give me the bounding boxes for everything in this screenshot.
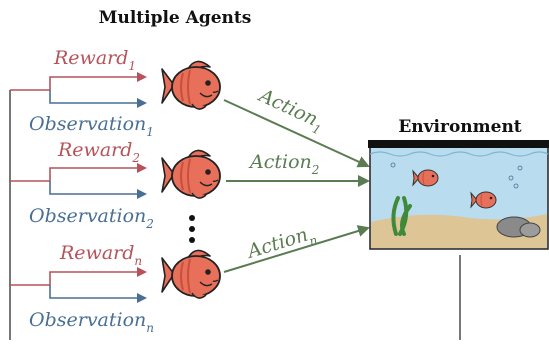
- agent-1-reward-label: Reward1: [53, 47, 136, 73]
- ellipsis-dots: [189, 215, 195, 243]
- agent-1-connectors: [10, 72, 147, 108]
- agent-2-action-label: Action2: [248, 151, 319, 177]
- agent-1-fish-icon: [161, 60, 221, 111]
- agent-2-reward-label: Reward2: [57, 139, 140, 165]
- agent-n-connectors: [10, 267, 147, 303]
- agent-n-fish-icon: [161, 249, 221, 300]
- agent-n-action-arrow: [223, 225, 370, 273]
- environment-label: Environment: [398, 117, 521, 137]
- agent-n-action-label: Actionn: [243, 221, 319, 267]
- agent-2-connectors: [10, 163, 147, 199]
- agent-2-fish-icon: [161, 149, 221, 200]
- agent-1-observation-label: Observation1: [29, 113, 154, 139]
- agent-1-action-arrow: [223, 99, 370, 168]
- aquarium-icon: [368, 140, 549, 250]
- diagram-title: Multiple Agents: [99, 8, 252, 28]
- agent-n-reward-label: Rewardn: [59, 242, 142, 268]
- agent-n-observation-label: Observationn: [29, 309, 154, 335]
- agent-2-observation-label: Observation2: [29, 205, 154, 231]
